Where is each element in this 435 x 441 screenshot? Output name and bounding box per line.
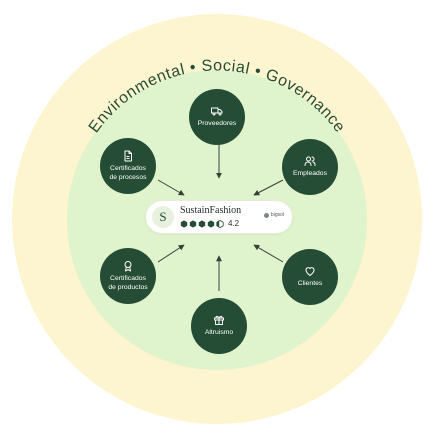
arrow-empleados [253, 179, 284, 196]
cert-productos-line2: de productos [108, 283, 148, 291]
arrow-cert-productos [157, 244, 185, 263]
cert-productos-line1: Certificados [110, 275, 146, 283]
rating-icons [180, 219, 224, 228]
node-clientes: Clientes [282, 249, 338, 305]
heart-icon [305, 267, 315, 277]
brand-avatar: S [152, 206, 174, 228]
badge-label: bigsol [270, 212, 284, 218]
node-proveedores-label: Proveedores [197, 120, 237, 128]
brand-badge: bigsol [263, 212, 284, 218]
arrow-clientes [253, 244, 284, 263]
node-proveedores: Proveedores [189, 89, 245, 145]
award-icon [124, 261, 132, 272]
brand-card: S SustainFashion 4.2 bigsol [146, 201, 292, 233]
node-empleados: Empleados [282, 139, 338, 195]
rating-hex-icon [198, 219, 206, 228]
cert-procesos-line1: Certificados [110, 165, 146, 173]
truck-icon [211, 107, 223, 116]
node-altruismo-label: Altruismo [204, 329, 234, 337]
rating-hex-icon [216, 219, 224, 228]
node-empleados-label: Empleados [292, 170, 327, 178]
node-altruismo: Altruismo [191, 298, 247, 354]
rating-hex-icon [207, 219, 215, 228]
arrow-cert-procesos [157, 179, 185, 196]
users-icon [304, 156, 316, 167]
document-icon [124, 150, 132, 162]
brand-rating: 4.2 [180, 219, 239, 228]
rating-value: 4.2 [228, 219, 240, 228]
badge-logo-icon [263, 212, 269, 218]
cert-procesos-line2: de procesos [109, 173, 147, 181]
rating-hex-icon [180, 219, 188, 228]
brand-name: SustainFashion [180, 205, 242, 216]
rating-hex-icon [189, 219, 197, 228]
node-clientes-label: Clientes [297, 280, 323, 288]
gift-icon [214, 316, 224, 326]
